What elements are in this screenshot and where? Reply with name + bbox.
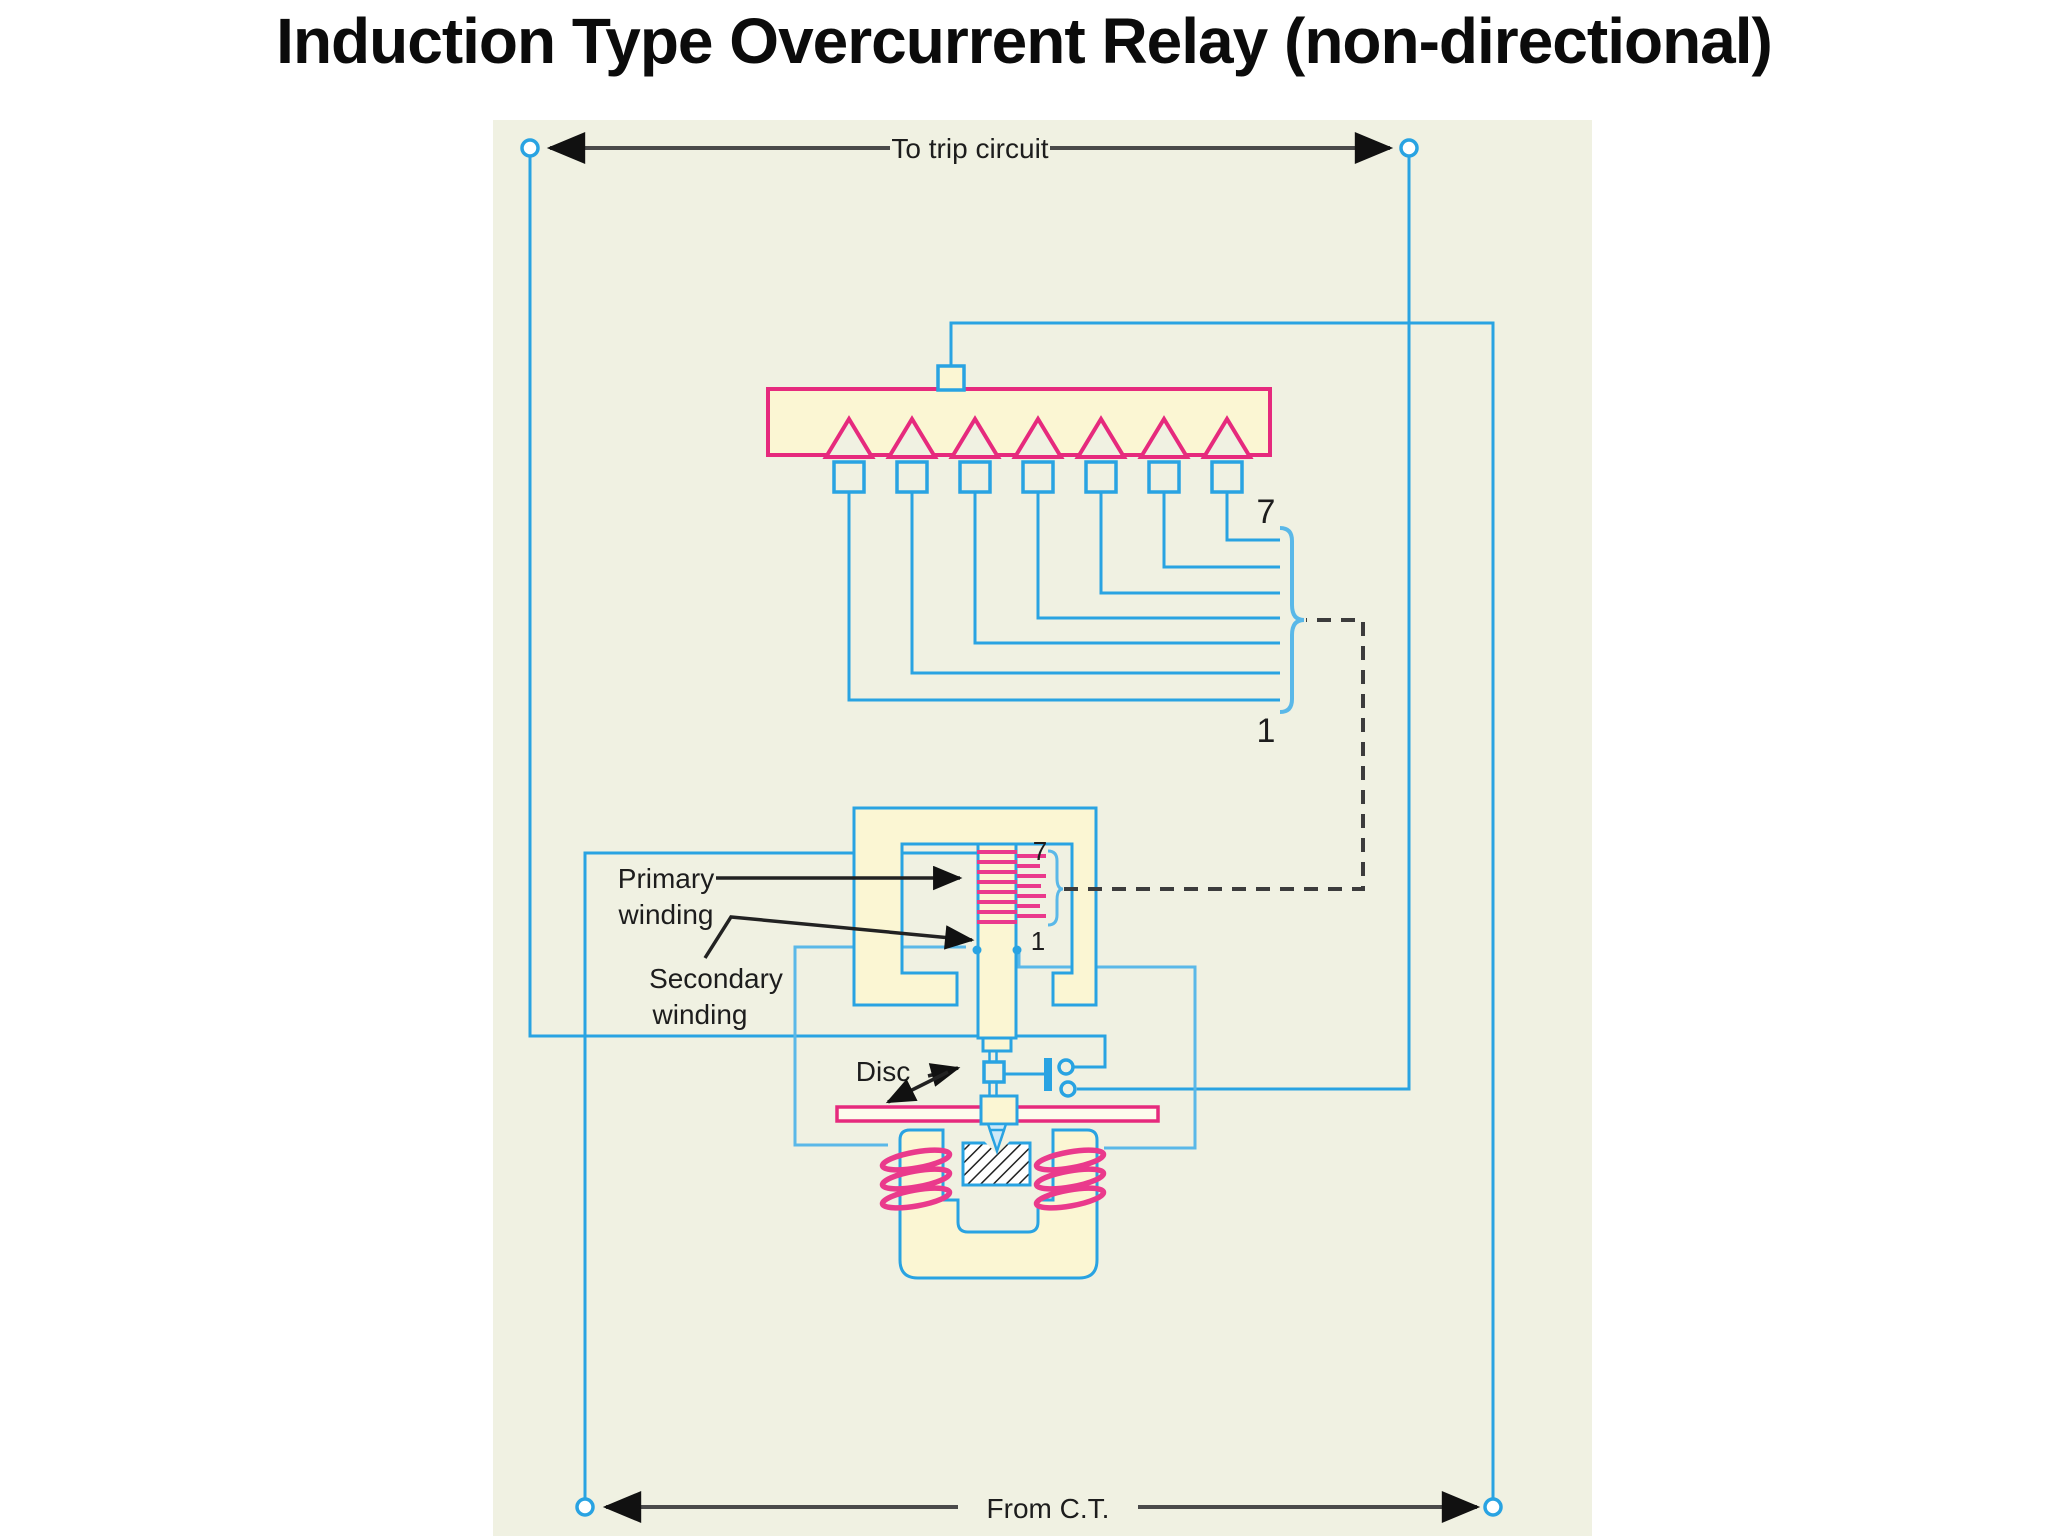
terminal-ct-right bbox=[1483, 1497, 1503, 1517]
to-trip-circuit-label: To trip circuit bbox=[891, 133, 1048, 164]
terminal-ct-left bbox=[575, 1497, 595, 1517]
upper-magnet-central-limb bbox=[976, 842, 1018, 1040]
primary-winding-label: Primary winding bbox=[618, 863, 963, 930]
wire-trip-left bbox=[528, 156, 1107, 1069]
primary-winding-turns bbox=[977, 850, 1046, 924]
from-ct-arrow: From C.T. bbox=[602, 1491, 1481, 1524]
bridge-taps bbox=[832, 460, 1280, 702]
secondary-winding-label: Secondary winding bbox=[649, 915, 975, 1030]
to-trip-circuit-arrow: To trip circuit bbox=[546, 132, 1394, 164]
fixed-contact-lower bbox=[1059, 1080, 1077, 1098]
spindle bbox=[988, 1051, 998, 1096]
moving-contact-bar bbox=[1044, 1058, 1052, 1091]
terminal-trip-right bbox=[1399, 138, 1419, 158]
svg-text:Disc: Disc bbox=[856, 1056, 910, 1087]
dashed-tap-connector bbox=[1064, 618, 1365, 891]
secondary-terminal-right bbox=[1012, 945, 1022, 955]
wire-secondary-right-coil bbox=[1017, 953, 1197, 1150]
bridge-tap-1: 1 bbox=[1257, 712, 1276, 750]
moving-contact-hub bbox=[982, 1060, 1006, 1084]
terminal-trip-left bbox=[520, 138, 540, 158]
svg-text:winding: winding bbox=[618, 899, 714, 930]
svg-text:winding: winding bbox=[652, 999, 748, 1030]
secondary-terminal-left bbox=[972, 945, 982, 955]
tap-brace bbox=[1279, 526, 1305, 714]
bridge-tap-7: 7 bbox=[1257, 493, 1276, 531]
svg-text:Primary: Primary bbox=[618, 863, 714, 894]
wire-trip-right bbox=[1077, 156, 1411, 1091]
from-ct-label: From C.T. bbox=[987, 1493, 1110, 1524]
spindle-tip-lower bbox=[988, 1128, 1006, 1155]
contact-assembly bbox=[982, 1051, 1077, 1098]
plug bbox=[936, 364, 966, 392]
lower-magnet-coils bbox=[879, 1147, 1107, 1211]
spindle-collar-top bbox=[981, 1036, 1013, 1053]
winding-tap-7: 7 bbox=[1033, 836, 1047, 866]
winding-tap-1: 1 bbox=[1031, 926, 1045, 956]
winding-brace bbox=[1047, 849, 1064, 927]
disc-label: Disc bbox=[856, 1056, 961, 1104]
disc-hub bbox=[979, 1094, 1019, 1126]
fixed-contact-upper bbox=[1057, 1058, 1075, 1076]
upper-magnet-core bbox=[852, 806, 1098, 1007]
wire-ct-left bbox=[583, 851, 978, 1499]
slide-title: Induction Type Overcurrent Relay (non-di… bbox=[276, 5, 1773, 77]
wire-plug-to-ct bbox=[949, 321, 1495, 1499]
bridge-notches bbox=[822, 415, 1254, 459]
svg-text:Secondary: Secondary bbox=[649, 963, 783, 994]
